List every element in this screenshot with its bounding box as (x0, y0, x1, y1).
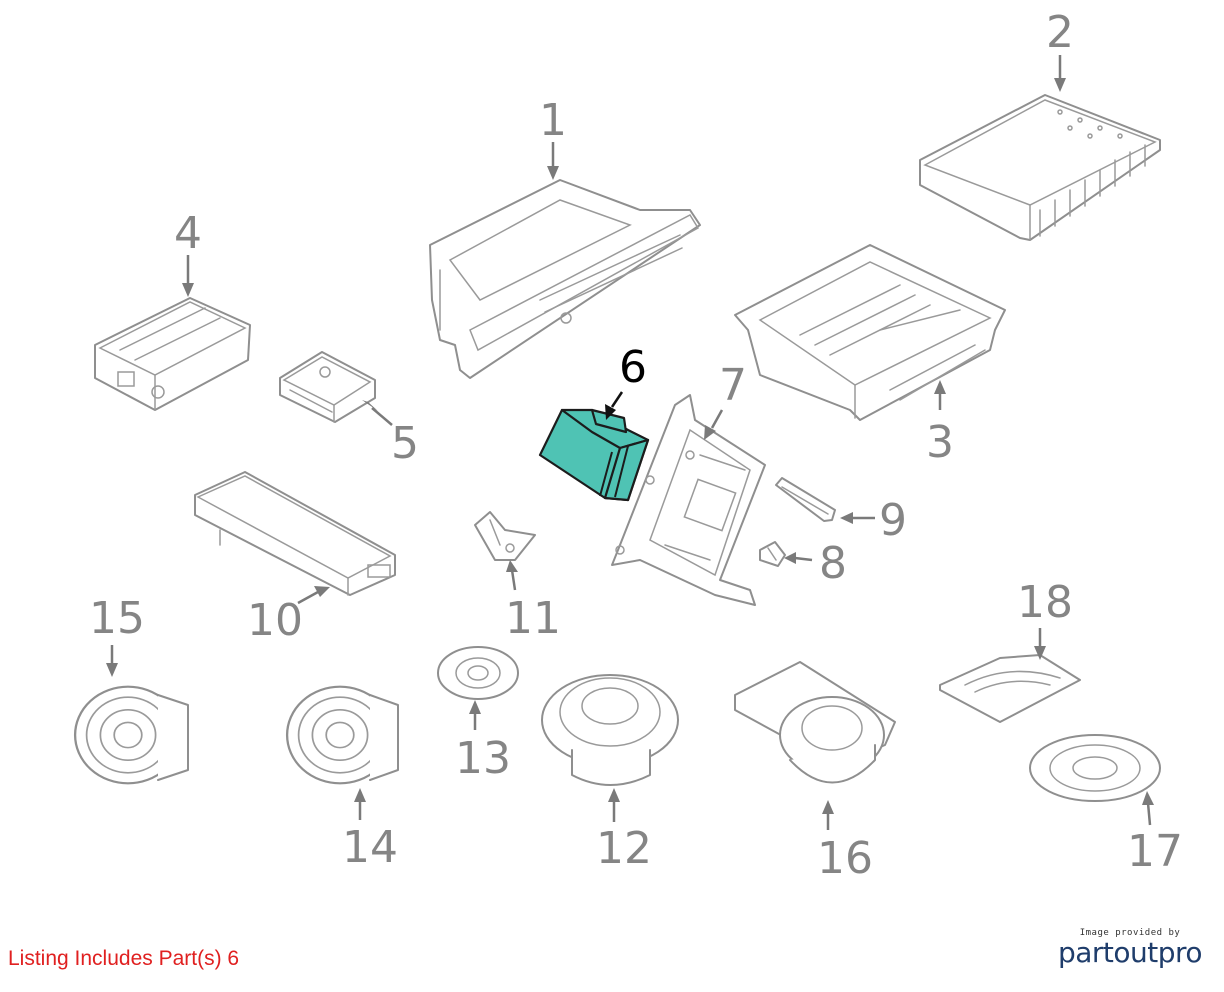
label-part-4: 4 (174, 208, 202, 259)
label-part-6: 6 (619, 342, 647, 393)
part-18-grille[interactable] (939, 654, 1081, 723)
label-part-1: 1 (539, 95, 567, 146)
label-part-9: 9 (879, 495, 907, 546)
part-6-highlighted-module[interactable] (538, 408, 650, 502)
part-8-clip[interactable] (759, 541, 786, 567)
part-7-mounting-bracket[interactable] (611, 394, 766, 606)
label-part-18: 18 (1017, 577, 1073, 628)
label-part-14: 14 (342, 822, 398, 873)
label-part-15: 15 (89, 593, 145, 644)
part-13-tweeter[interactable] (437, 646, 519, 700)
part-15-speaker[interactable] (73, 685, 189, 785)
part-17-speaker[interactable] (1029, 734, 1161, 802)
label-part-11: 11 (505, 593, 561, 644)
label-part-13: 13 (455, 733, 511, 784)
label-part-8: 8 (819, 538, 847, 589)
label-part-16: 16 (817, 833, 873, 884)
image-credit: Image provided by partoutpro (1050, 928, 1210, 968)
part-16-speaker-mount[interactable] (734, 661, 896, 784)
part-11-small-bracket[interactable] (474, 511, 536, 561)
part-9-strip[interactable] (775, 477, 836, 522)
listing-includes-text: Listing Includes Part(s) 6 (8, 947, 240, 970)
partoutpro-logo: partoutpro (1057, 936, 1203, 969)
part-1-head-unit[interactable] (429, 179, 701, 379)
part-10-long-module[interactable] (194, 471, 396, 596)
label-part-5: 5 (391, 418, 419, 469)
part-3-housing-tray[interactable] (734, 244, 1006, 421)
part-4-control-module[interactable] (94, 297, 251, 411)
part-14-speaker[interactable] (285, 685, 399, 785)
label-part-3: 3 (926, 417, 954, 468)
label-part-2: 2 (1046, 7, 1074, 58)
label-part-17: 17 (1127, 826, 1183, 877)
leader-lines (106, 55, 1154, 830)
label-part-7: 7 (719, 360, 747, 411)
part-5-small-module[interactable] (279, 351, 376, 423)
part-labels: 1 2 3 4 5 6 7 8 9 10 11 12 13 14 15 16 1… (89, 7, 1183, 884)
part-2-amplifier[interactable] (919, 94, 1161, 241)
credit-provided-by: Image provided by (1079, 928, 1181, 938)
label-part-12: 12 (596, 823, 652, 874)
part-12-speaker[interactable] (541, 674, 679, 786)
label-part-10: 10 (247, 595, 303, 646)
